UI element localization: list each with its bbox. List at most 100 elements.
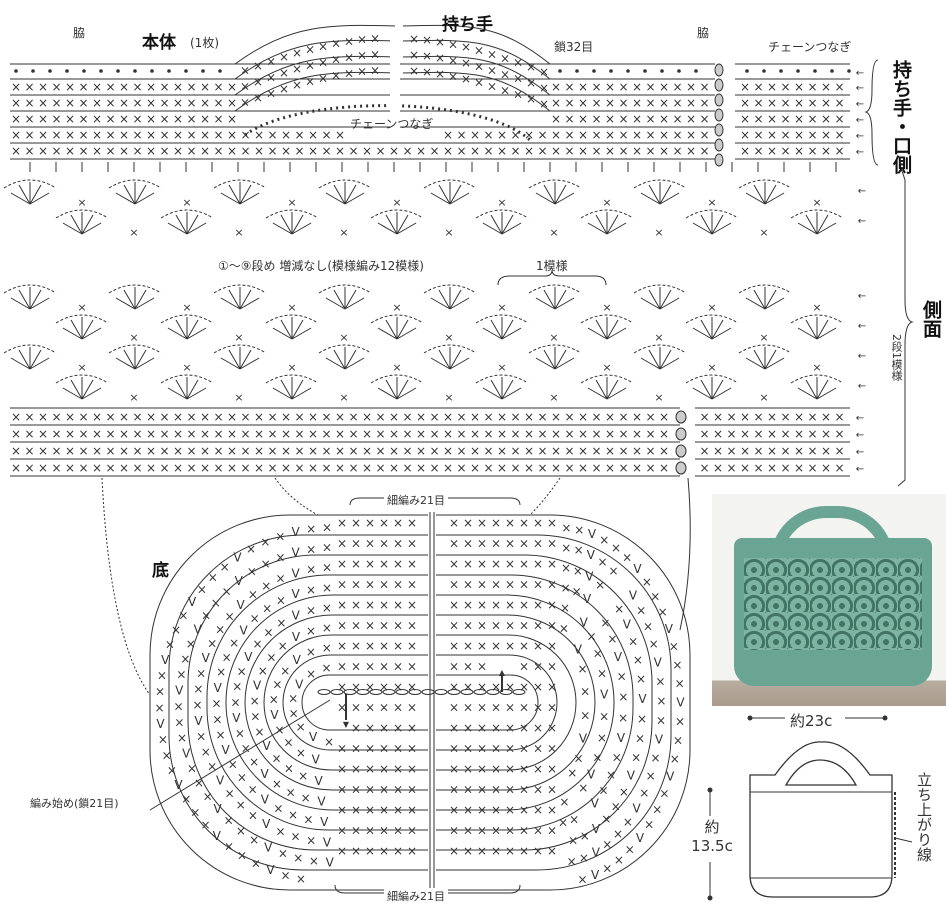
single-crochet-symbol: ×: [281, 128, 291, 142]
fan-stitch: [377, 387, 398, 400]
fan-stitch: [344, 192, 365, 205]
fan-stitch: [325, 297, 346, 310]
handle-stitch: ×: [539, 97, 549, 111]
fan-chain-arc: [213, 179, 267, 189]
bottom-stitch: ×: [656, 694, 666, 708]
single-crochet-symbol: ×: [547, 844, 557, 858]
handle-stitch: ×: [318, 55, 328, 69]
single-crochet-symbol: ×: [449, 598, 459, 612]
single-crochet-symbol: ×: [533, 803, 543, 817]
single-crochet-symbol: ×: [78, 410, 88, 424]
seam-chain: [675, 427, 687, 441]
fan-chain-arc: [528, 284, 582, 294]
single-crochet-symbol: ×: [227, 461, 237, 475]
fan-stitch: [228, 289, 241, 310]
single-crochet-symbol: ×: [533, 639, 543, 653]
handle-stitch: ×: [357, 65, 367, 79]
brace: [864, 59, 879, 166]
handle-stitch: ×: [500, 67, 510, 81]
single-crochet-symbol: ×: [834, 112, 844, 126]
single-crochet-symbol: ×: [794, 444, 804, 458]
single-crochet-symbol: ×: [807, 410, 817, 424]
bottom-stitch: ×: [614, 853, 624, 867]
bottom-stitch: V: [617, 731, 626, 745]
bottom-stitch: ×: [251, 856, 261, 870]
single-crochet-symbol: ×: [578, 461, 588, 475]
bottom-stitch: ×: [561, 521, 571, 535]
fan-chain-arc: [160, 209, 214, 219]
single-crochet-symbol: ×: [767, 461, 777, 475]
single-crochet-symbol: ×: [186, 128, 196, 142]
single-crochet-symbol: ×: [807, 112, 817, 126]
bottom-stitch: ×: [602, 837, 612, 851]
bottom-stitch: ×: [286, 785, 296, 799]
connector-dotted: [529, 477, 561, 516]
seam-chain: [675, 444, 687, 458]
bottom-stitch: V: [614, 650, 623, 664]
bottom-stitch: ×: [593, 646, 603, 660]
bottom-stitch: ×: [306, 563, 316, 577]
single-crochet-symbol: ×: [519, 557, 529, 571]
bottom-stitch: ×: [171, 623, 181, 637]
single-crochet-symbol: ×: [547, 721, 557, 735]
bottom-stitch: ×: [652, 803, 662, 817]
bottom-stitch: ×: [266, 651, 276, 665]
single-crochet-symbol: ×: [807, 427, 817, 441]
single-crochet-symbol: ×: [505, 803, 515, 817]
single-crochet-symbol: ×: [337, 598, 347, 612]
bottom-stitch: ×: [572, 585, 582, 599]
single-crochet-symbol: ×: [281, 410, 291, 424]
row-direction-arrow: ←: [856, 413, 864, 424]
single-crochet-symbol: ×: [497, 361, 506, 374]
bottom-stitch: ×: [280, 868, 290, 882]
single-crochet-symbol: ×: [65, 444, 75, 458]
single-crochet-symbol: ×: [379, 721, 389, 735]
fan-stitch: [62, 327, 83, 340]
single-crochet-symbol: ×: [200, 128, 210, 142]
single-crochet-symbol: ×: [186, 461, 196, 475]
bottom-stitch: ×: [261, 579, 271, 593]
single-crochet-symbol: ×: [821, 80, 831, 94]
bottom-stitch: V: [592, 822, 601, 836]
chain32-label: 鎖32目: [554, 40, 594, 54]
single-crochet-symbol: ×: [564, 144, 574, 158]
single-crochet-symbol: ×: [533, 721, 543, 735]
single-crochet-symbol: ×: [308, 427, 318, 441]
bottom-stitch: ×: [296, 746, 306, 760]
single-crochet-symbol: ×: [794, 128, 804, 142]
fan-stitch: [280, 214, 293, 235]
bottom-stitch: ×: [637, 712, 647, 726]
bottom-stitch: ×: [187, 762, 197, 776]
handle-stitch: ×: [461, 72, 471, 86]
single-crochet-symbol: ×: [659, 128, 669, 142]
chain-stitch: [421, 689, 435, 695]
single-crochet-symbol: ×: [456, 410, 466, 424]
single-crochet-symbol: ×: [605, 96, 615, 110]
single-crochet-symbol: ×: [477, 844, 487, 858]
bottom-stitch: V: [633, 801, 642, 815]
bottom-stitch: ×: [574, 543, 584, 557]
single-crochet-symbol: ×: [713, 444, 723, 458]
bottom-stitch: ×: [289, 707, 299, 721]
chain-dot: [116, 69, 120, 73]
fan-stitch: [764, 349, 777, 370]
chain-dot: [796, 69, 800, 73]
single-crochet-symbol: ×: [337, 680, 347, 694]
single-crochet-symbol: ×: [119, 80, 129, 94]
single-crochet-symbol: ×: [389, 144, 399, 158]
bottom-stitch: ×: [178, 609, 188, 623]
bottom-stitch: ×: [249, 755, 259, 769]
bottom-stitch: ×: [617, 670, 627, 684]
chain-dot: [677, 69, 681, 73]
single-crochet-symbol: ×: [281, 444, 291, 458]
single-crochet-symbol: ×: [564, 80, 574, 94]
single-crochet-symbol: ×: [618, 144, 628, 158]
connector-dotted: [274, 477, 319, 516]
single-crochet-symbol: ×: [443, 410, 453, 424]
handle-mouth-side-label: 持ち手・口側: [890, 60, 912, 174]
one-repeat-label: 1模様: [536, 259, 568, 273]
handle-stitch: ×: [422, 49, 432, 63]
chain-dot: [184, 69, 188, 73]
handle-stitch: ×: [305, 43, 315, 57]
single-crochet-symbol: ×: [645, 461, 655, 475]
